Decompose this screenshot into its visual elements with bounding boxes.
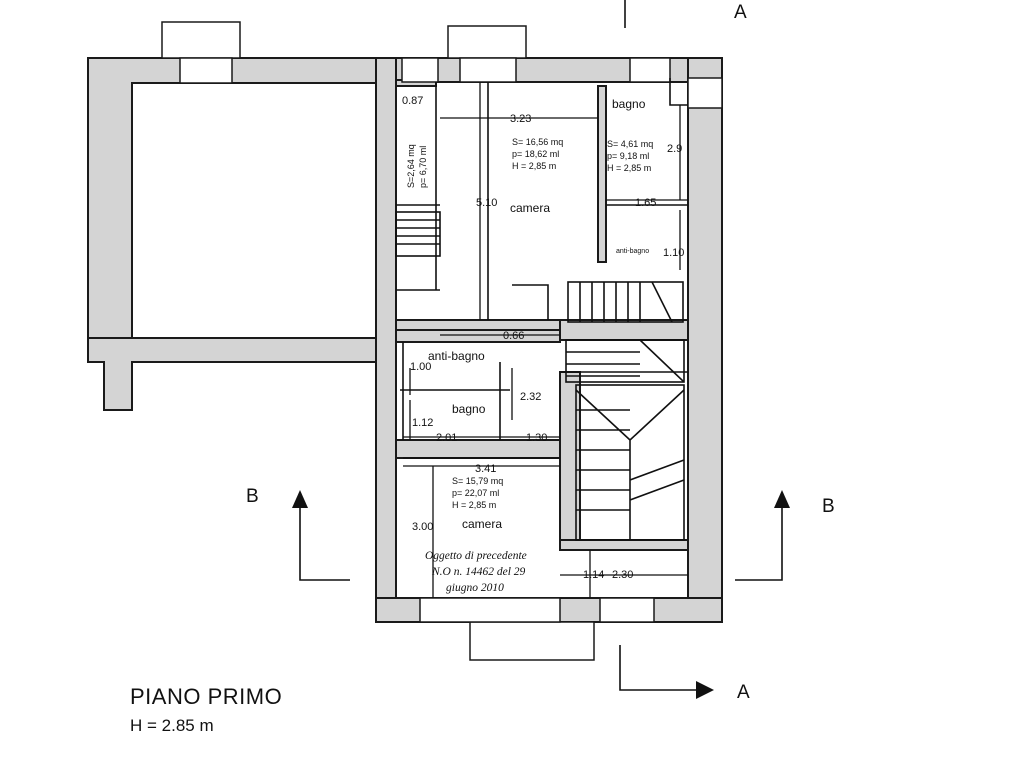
section-a-bottom: A (737, 682, 750, 703)
camera-bottom-label: camera (462, 517, 502, 531)
dim-232: 2.32 (520, 391, 541, 403)
dim-114: 1.14 (583, 569, 604, 581)
camera-top-label: camera (510, 201, 550, 215)
dim-110: 1.10 (663, 247, 684, 259)
note-line-3: giugno 2010 (446, 582, 504, 594)
bagno-top-height: H = 2,85 m (607, 163, 651, 173)
camera-bottom-area: S= 15,79 mq (452, 476, 503, 486)
note-line-1: Oggetto di precedente (425, 550, 527, 562)
floor-height-note: H = 2.85 m (130, 716, 214, 735)
dim-100: 1.00 (410, 361, 431, 373)
bagno-top-label: bagno (612, 97, 646, 111)
dim-29: 2.9 (667, 143, 682, 155)
camera-top-area: S= 16,56 mq (512, 137, 563, 147)
dim-066: 0.66 (503, 330, 524, 342)
dim-230: 2.30 (612, 569, 633, 581)
camera-top-perimeter: p= 18,62 ml (512, 149, 559, 159)
closet-area: S=2,64 mq (406, 144, 416, 188)
note-line-2: N.O n. 14462 del 29 (431, 566, 526, 578)
antibagno-bottom-label: anti-bagno (428, 349, 485, 363)
dim-323: 3.23 (510, 113, 531, 125)
section-a-top: A (734, 2, 747, 23)
dim-165: 1.65 (635, 197, 656, 209)
dim-341: 3.41 (475, 463, 496, 475)
dim-087: 0.87 (402, 95, 423, 107)
dim-130: 1.30 (526, 432, 547, 444)
section-markers (292, 0, 790, 699)
dim-510: 5.10 (476, 197, 497, 209)
bagno-top-perimeter: p= 9,18 ml (607, 151, 649, 161)
stairs (395, 211, 685, 541)
bagno-top-area: S= 4,61 mq (607, 139, 653, 149)
section-b-right: B (822, 496, 835, 517)
section-b-left: B (246, 486, 259, 507)
antibagno-top-label: anti-bagno (616, 248, 649, 255)
camera-top-height: H = 2,85 m (512, 161, 556, 171)
camera-bottom-perimeter: p= 22,07 ml (452, 488, 499, 498)
interior-lines (396, 78, 688, 459)
camera-bottom-height: H = 2,85 m (452, 500, 496, 510)
dim-112: 1.12 (412, 417, 433, 429)
bagno-bottom-label: bagno (452, 402, 486, 416)
closet-perimeter: p= 6,70 ml (418, 146, 428, 188)
floor-title: PIANO PRIMO (130, 684, 283, 709)
dim-300: 3.00 (412, 521, 433, 533)
windows (161, 21, 723, 661)
dim-201: 2.01 (436, 432, 457, 444)
dimension-lines (403, 82, 688, 598)
